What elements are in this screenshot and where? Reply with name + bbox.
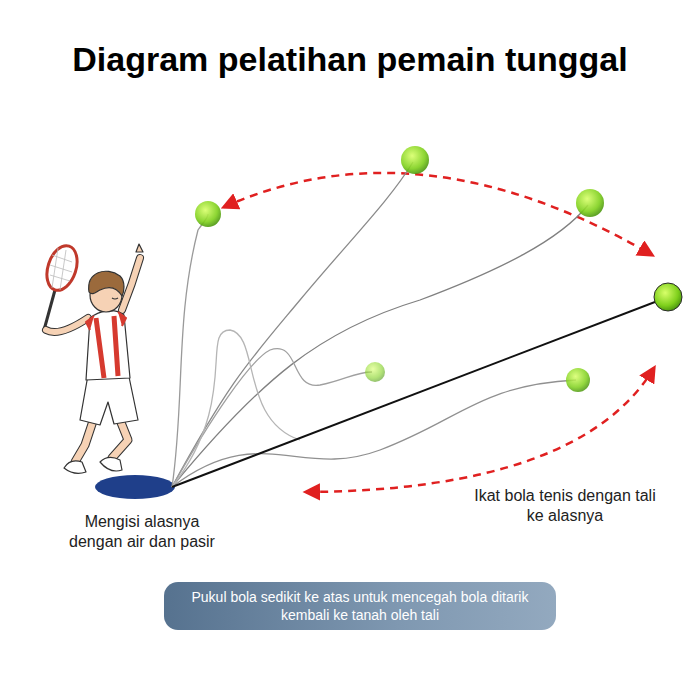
- motion-arc: [306, 368, 654, 492]
- diagram-title: Diagram pelatihan pemain tunggal: [0, 40, 700, 79]
- tennis-balls: [195, 146, 682, 392]
- note-label: Mengisi alasnya dengan air dan pasir: [56, 512, 228, 552]
- tip-box: Pukul bola sedikit ke atas untuk mencega…: [164, 582, 556, 630]
- player-figure: [42, 242, 143, 474]
- tip-text: Pukul bola sedikit ke atas untuk mencega…: [186, 588, 534, 624]
- motion-arc: [224, 173, 652, 255]
- tether-strings: [172, 162, 668, 487]
- weighted-base: [95, 475, 175, 499]
- note-label: Ikat bola tenis dengan tali ke alasnya: [472, 486, 658, 526]
